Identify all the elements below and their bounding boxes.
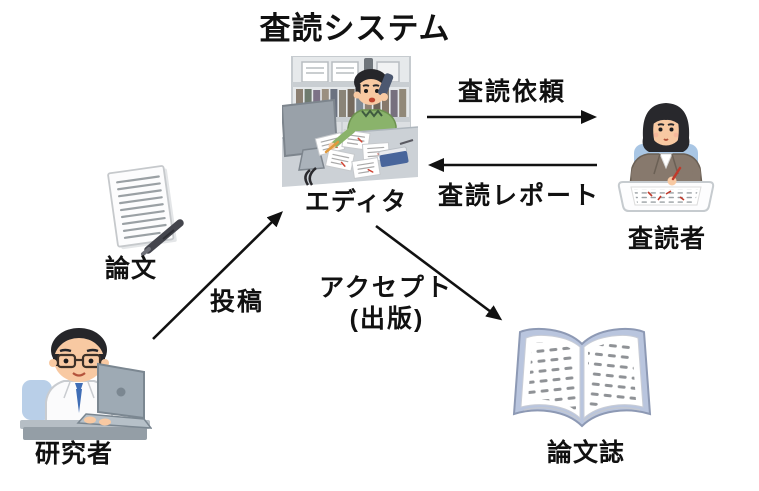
accept-sublabel: (出版) (349, 305, 425, 333)
document-with-pen-icon (107, 165, 184, 256)
reviewer-label: 査読者 (627, 225, 707, 253)
desk-front (23, 427, 147, 440)
reviewer-marking-paper-icon (617, 103, 715, 212)
editor-label: エディタ (304, 188, 408, 216)
accept-label: アクセプト (319, 274, 453, 302)
laptop-keyboard (76, 413, 152, 429)
submission-label: 投稿 (209, 288, 265, 316)
glasses-icon (56, 353, 102, 369)
editor-node (282, 56, 418, 187)
reviewer-node (614, 94, 718, 214)
paper-node (96, 162, 190, 260)
review-request-label: 査読依頼 (457, 78, 567, 106)
phone-icon (378, 73, 394, 101)
open-book-icon (512, 327, 652, 428)
paper-label: 論文 (104, 255, 158, 283)
red-pen-icon (671, 166, 682, 181)
researcher-at-laptop-icon (20, 328, 152, 440)
review-report-label: 査読レポート (437, 182, 601, 210)
editor-at-desk-icon (282, 56, 418, 187)
chair (22, 380, 52, 420)
journal-node (506, 320, 658, 438)
researcher-label: 研究者 (34, 440, 114, 468)
editor-arm (324, 126, 356, 154)
journal-label: 論文誌 (546, 439, 626, 467)
page-title: 査読システム (259, 11, 451, 46)
blue-book-icon (378, 146, 409, 168)
researcher-node (18, 322, 152, 442)
